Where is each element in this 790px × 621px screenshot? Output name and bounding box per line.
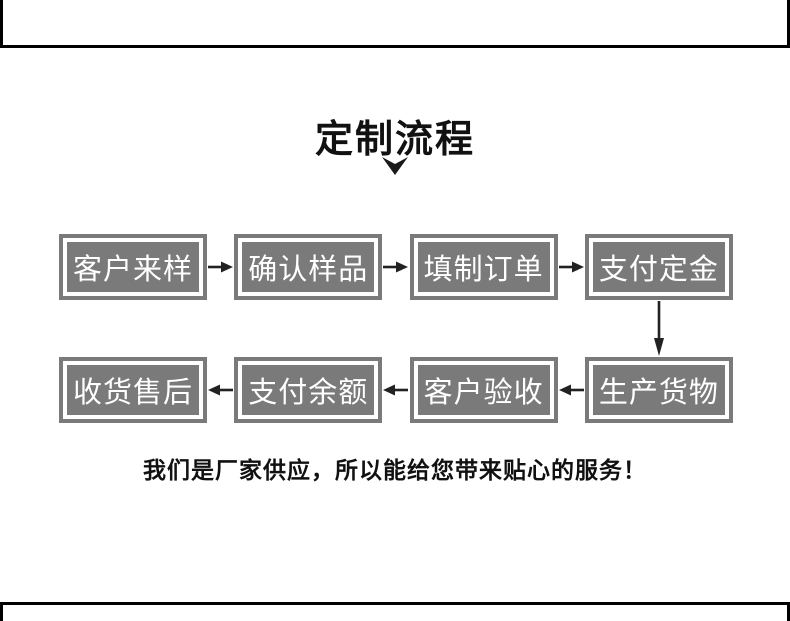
arrow-left-icon xyxy=(208,384,234,396)
arrow-left-icon xyxy=(383,384,409,396)
step-label: 支付定金 xyxy=(592,242,725,292)
flow-row-1: 客户来样 确认样品 填制订单 支付定金 xyxy=(59,234,733,300)
step-label: 客户来样 xyxy=(67,242,199,292)
chevron-down-icon xyxy=(382,157,408,175)
top-right-edge-line xyxy=(787,0,790,45)
top-left-edge-line xyxy=(0,0,3,45)
step-confirm-sample: 确认样品 xyxy=(234,234,383,300)
arrow-right-icon xyxy=(383,261,409,273)
top-divider-line xyxy=(0,45,790,48)
step-produce-goods: 生产货物 xyxy=(584,357,733,423)
bottom-right-edge-line xyxy=(787,602,790,621)
step-label: 收货售后 xyxy=(67,365,199,415)
arrow-right-icon xyxy=(208,261,234,273)
step-label: 确认样品 xyxy=(242,242,375,292)
step-label: 填制订单 xyxy=(417,242,550,292)
arrow-left-icon xyxy=(558,384,584,396)
step-label: 生产货物 xyxy=(592,365,725,415)
arrow-down-icon xyxy=(654,301,664,356)
step-pay-balance: 支付余额 xyxy=(234,357,383,423)
service-caption: 我们是厂家供应，所以能给您带来贴心的服务！ xyxy=(143,457,647,483)
page-title: 定制流程 xyxy=(314,119,475,161)
bottom-divider-line xyxy=(0,602,790,605)
flow-row-2: 收货售后 支付余额 客户验收 生产货物 xyxy=(59,357,733,423)
step-label: 客户验收 xyxy=(417,365,550,415)
step-label: 支付余额 xyxy=(242,365,375,415)
step-customer-sample: 客户来样 xyxy=(59,234,207,300)
step-receive-aftersale: 收货售后 xyxy=(59,357,207,423)
bottom-left-edge-line xyxy=(0,602,3,621)
step-fill-order: 填制订单 xyxy=(409,234,558,300)
step-customer-acceptance: 客户验收 xyxy=(409,357,558,423)
step-pay-deposit: 支付定金 xyxy=(584,234,733,300)
arrow-right-icon xyxy=(558,261,584,273)
